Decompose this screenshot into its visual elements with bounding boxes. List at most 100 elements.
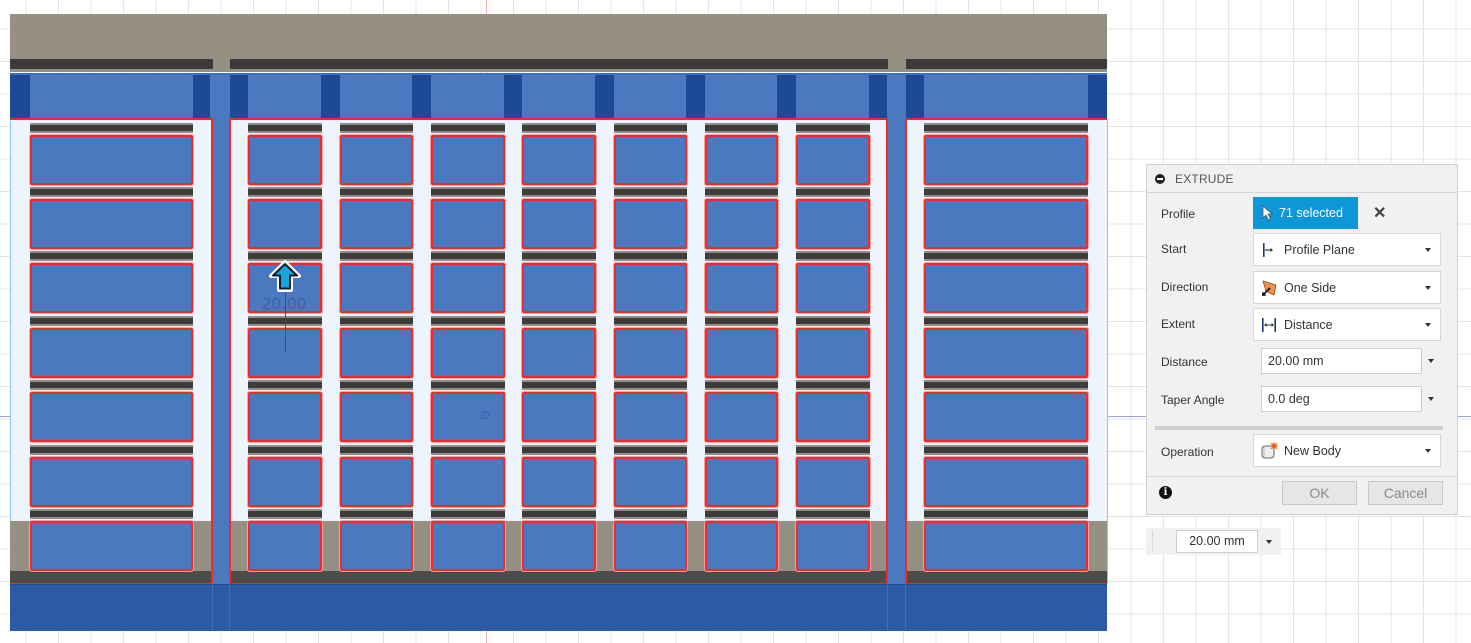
selected-profile-cell[interactable] (30, 457, 193, 507)
selected-profile-cell[interactable] (340, 328, 413, 378)
selected-profile-cell[interactable] (431, 521, 505, 571)
selected-profile-cell[interactable] (248, 135, 322, 185)
row-separator-strip (340, 253, 413, 259)
selected-profile-cell[interactable] (431, 392, 505, 442)
chevron-down-icon[interactable] (1266, 540, 1272, 544)
selected-profile-cell[interactable] (705, 263, 778, 313)
selected-profile-cell[interactable] (340, 457, 413, 507)
selected-profile-cell[interactable] (30, 328, 193, 378)
selected-profile-cell[interactable] (705, 328, 778, 378)
selected-profile-cell[interactable] (614, 392, 687, 442)
selected-profile-cell[interactable] (522, 457, 596, 507)
top-band-dark-segment (595, 75, 614, 120)
selected-profile-cell[interactable] (248, 199, 322, 249)
selected-profile-cell[interactable] (340, 199, 413, 249)
ok-button[interactable]: OK (1282, 481, 1357, 505)
top-band-dark-segment (906, 75, 924, 120)
row-separator-strip (705, 125, 778, 131)
extrude-arrow-handle-icon[interactable] (268, 260, 302, 294)
row-separator-strip (796, 447, 870, 453)
divider-column-right[interactable] (887, 120, 906, 584)
selected-profile-cell[interactable] (796, 135, 870, 185)
selected-profile-cell[interactable] (340, 392, 413, 442)
selected-profile-cell[interactable] (924, 135, 1088, 185)
selected-profile-cell[interactable] (796, 392, 870, 442)
extent-dropdown[interactable]: Distance (1253, 308, 1441, 341)
distance-dropdown-chevron-icon[interactable] (1428, 359, 1434, 363)
selected-profile-cell[interactable] (705, 392, 778, 442)
selected-profile-cell[interactable] (614, 457, 687, 507)
selected-profile-cell[interactable] (614, 199, 687, 249)
bottom-band-seam (887, 584, 888, 630)
selected-profile-cell[interactable] (924, 199, 1088, 249)
floating-distance-input[interactable]: 20.00 mm (1176, 530, 1258, 553)
selected-profile-cell[interactable] (924, 392, 1088, 442)
taper-angle-dropdown-chevron-icon[interactable] (1428, 397, 1434, 401)
selected-profile-cell[interactable] (248, 457, 322, 507)
selected-profile-cell[interactable] (431, 328, 505, 378)
selected-profile-cell[interactable] (705, 457, 778, 507)
distance-input[interactable]: 20.00 mm (1261, 348, 1422, 374)
profile-selection-button[interactable]: 71 selected (1253, 197, 1358, 229)
selected-profile-cell[interactable] (522, 521, 596, 571)
selected-profile-cell[interactable] (30, 263, 193, 313)
dimension-label: 20.00 (262, 296, 308, 313)
selected-profile-cell[interactable] (924, 263, 1088, 313)
start-row: Start Profile Plane (1147, 233, 1457, 266)
selected-profile-cell[interactable] (924, 457, 1088, 507)
row-separator-strip (924, 125, 1088, 131)
clear-selection-close-icon[interactable]: ✕ (1373, 205, 1387, 222)
selected-profile-cell[interactable] (340, 135, 413, 185)
cancel-button[interactable]: Cancel (1368, 481, 1443, 505)
selected-profile-cell[interactable] (30, 521, 193, 571)
selected-profile-cell[interactable] (522, 199, 596, 249)
info-icon[interactable]: i (1159, 486, 1172, 499)
selected-profile-cell[interactable] (340, 521, 413, 571)
dialog-header[interactable]: EXTRUDE (1147, 165, 1457, 193)
taper-angle-input[interactable]: 0.0 deg (1261, 386, 1422, 412)
origin-point-icon[interactable] (481, 411, 489, 419)
bottom-blue-band[interactable] (10, 584, 1107, 631)
operation-dropdown[interactable]: New Body (1253, 434, 1441, 467)
selected-profile-cell[interactable] (30, 135, 193, 185)
selected-profile-cell[interactable] (705, 521, 778, 571)
selected-profile-cell[interactable] (924, 328, 1088, 378)
selected-profile-cell[interactable] (705, 199, 778, 249)
divider-column-left[interactable] (212, 120, 230, 584)
row-separator-strip (30, 189, 193, 195)
selected-profile-cell[interactable] (431, 135, 505, 185)
selected-profile-cell[interactable] (796, 521, 870, 571)
panel-right-base (906, 571, 1107, 583)
selected-profile-cell[interactable] (431, 199, 505, 249)
selected-profile-cell[interactable] (248, 521, 322, 571)
selected-profile-cell[interactable] (522, 328, 596, 378)
selected-profile-cell[interactable] (248, 392, 322, 442)
top-blue-band[interactable] (10, 73, 1107, 122)
selected-profile-cell[interactable] (924, 521, 1088, 571)
selected-profile-cell[interactable] (522, 392, 596, 442)
start-dropdown[interactable]: Profile Plane (1253, 233, 1441, 266)
selected-profile-cell[interactable] (614, 135, 687, 185)
selected-profile-cell[interactable] (796, 199, 870, 249)
selected-profile-cell[interactable] (431, 263, 505, 313)
selected-profile-cell[interactable] (30, 199, 193, 249)
selected-profile-cell[interactable] (796, 328, 870, 378)
model-viewport[interactable]: 20.00 (0, 0, 1120, 643)
collapse-icon[interactable] (1155, 173, 1165, 184)
selected-profile-cell[interactable] (796, 457, 870, 507)
selected-profile-cell[interactable] (522, 135, 596, 185)
selected-profile-cell[interactable] (614, 328, 687, 378)
selected-profile-cell[interactable] (431, 457, 505, 507)
selected-profile-cell[interactable] (796, 263, 870, 313)
selected-profile-cell[interactable] (522, 263, 596, 313)
operation-value: New Body (1284, 443, 1341, 458)
row-separator-strip (340, 318, 413, 324)
selected-profile-cell[interactable] (614, 263, 687, 313)
direction-dropdown[interactable]: One Side (1253, 271, 1441, 304)
selected-profile-cell[interactable] (30, 392, 193, 442)
selected-profile-cell[interactable] (614, 521, 687, 571)
row-separator-strip (614, 447, 687, 453)
selected-profile-cell[interactable] (340, 263, 413, 313)
selected-profile-cell[interactable] (705, 135, 778, 185)
drag-grip-handle[interactable] (1152, 531, 1156, 552)
